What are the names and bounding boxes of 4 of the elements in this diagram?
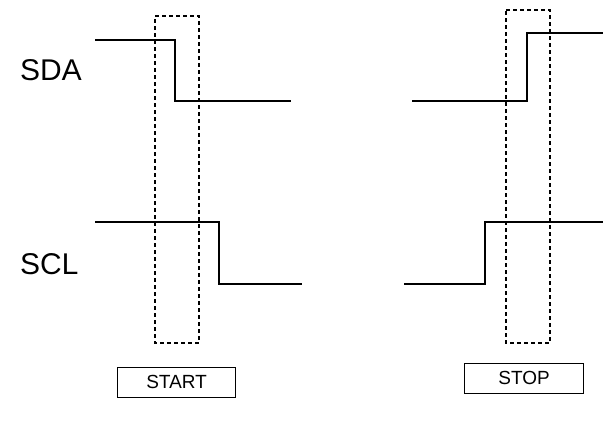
condition-label: STOP	[464, 363, 584, 394]
signal-name: SCL	[20, 250, 78, 280]
condition-label: START	[117, 367, 236, 398]
signal-name: SDA	[20, 56, 82, 86]
